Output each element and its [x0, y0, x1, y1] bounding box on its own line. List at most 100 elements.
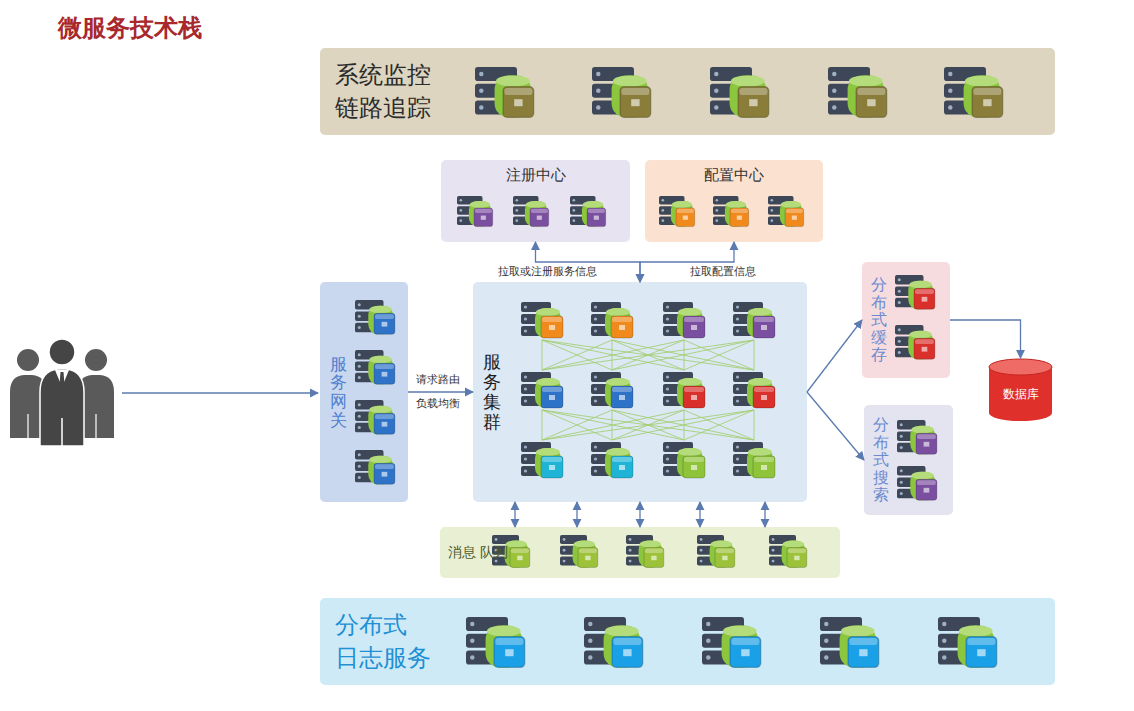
server-led: [594, 305, 597, 308]
service-cube-mark: [922, 297, 928, 302]
leg-gap: [27, 414, 28, 438]
server-icon: [521, 372, 563, 408]
server-icon: [626, 535, 664, 567]
server-led: [629, 538, 632, 541]
person-head: [85, 349, 107, 371]
service-cube-mark: [749, 99, 757, 106]
server-led: [358, 326, 361, 329]
server-led: [948, 89, 952, 93]
server-led: [900, 446, 903, 449]
server-led: [715, 199, 718, 202]
server-icon: [897, 420, 937, 454]
service-cube: [541, 386, 563, 408]
server-led: [700, 549, 703, 552]
server-icon: [733, 442, 775, 478]
storage-disc-top: [536, 378, 560, 386]
node-label: 分布式 日志服务: [335, 609, 445, 674]
server-led: [661, 199, 664, 202]
server-led: [594, 445, 597, 448]
leg-gap: [95, 414, 96, 438]
server-led: [714, 89, 718, 93]
server-led: [706, 622, 710, 626]
server-led: [596, 105, 600, 109]
server-icon: [663, 442, 705, 478]
storage-disc-top: [640, 540, 662, 547]
service-cube: [620, 87, 651, 118]
server-led: [666, 445, 669, 448]
service-cube-shine: [917, 434, 936, 439]
service-cube-mark: [517, 556, 522, 561]
server-led: [358, 365, 361, 368]
cylinder-top: [989, 359, 1052, 375]
server-icon: [897, 466, 937, 500]
server-icon: [733, 372, 775, 408]
server-icon: [702, 617, 761, 667]
server-led: [572, 219, 575, 222]
cylinder-outline: [988, 358, 1053, 422]
storage-disc-top: [965, 75, 999, 86]
server-led: [524, 387, 527, 390]
server-led: [358, 453, 361, 456]
server-led: [900, 435, 903, 438]
service-cube: [510, 548, 530, 568]
server-led: [629, 560, 632, 563]
user-group-icon: [10, 339, 114, 446]
cluster-mesh-line: [542, 340, 754, 370]
server-led: [706, 639, 710, 643]
service-cube: [753, 386, 775, 408]
service-cube-shine: [531, 209, 548, 213]
service-cube-shine: [495, 638, 523, 645]
service-cube-shine: [716, 549, 734, 554]
service-cube-shine: [731, 209, 748, 213]
person-body: [40, 369, 84, 446]
service-cube-shine: [612, 387, 632, 392]
service-cube-mark: [481, 216, 486, 220]
service-cube-shine: [375, 364, 394, 369]
storage-disc-top: [369, 406, 392, 414]
service-cube: [474, 208, 493, 227]
service-cube-shine: [915, 339, 934, 344]
server-led: [898, 328, 901, 331]
edge-label: 请求路由 负载均衡: [416, 368, 467, 416]
storage-disc-top: [678, 378, 702, 386]
server-led: [358, 315, 361, 318]
service-cube: [730, 208, 749, 227]
service-cube: [683, 316, 705, 338]
server-led: [588, 655, 592, 659]
storage-disc-top: [909, 281, 932, 289]
service-cube: [730, 637, 761, 668]
server-led: [898, 278, 901, 281]
server-icon: [521, 302, 563, 338]
storage-disc-top: [678, 448, 702, 456]
node-label: 系统监控 链路追踪: [335, 59, 445, 124]
node-label: 分布式搜索: [873, 416, 889, 504]
storage-disc-top: [841, 625, 875, 636]
server-led: [524, 317, 527, 320]
server-led: [736, 399, 739, 402]
service-cube-shine: [786, 209, 803, 213]
storage-disc-top: [583, 201, 603, 208]
service-cube: [856, 87, 887, 118]
service-cube: [916, 433, 937, 454]
service-cube-mark: [761, 395, 767, 400]
storage-disc-top: [911, 472, 934, 480]
server-led: [515, 199, 518, 202]
service-cube-mark: [651, 556, 656, 561]
server-led: [524, 445, 527, 448]
server-led: [594, 329, 597, 332]
service-cube-mark: [761, 325, 767, 330]
service-cube-shine: [754, 387, 774, 392]
person-head: [17, 349, 39, 371]
node-label: 服务集群: [483, 352, 501, 431]
service-cube-mark: [594, 216, 599, 220]
service-cube: [738, 87, 769, 118]
service-cube-mark: [924, 442, 930, 447]
cluster-mesh-line: [684, 410, 754, 440]
storage-disc-top: [526, 201, 546, 208]
service-cube: [611, 386, 633, 408]
storage-disc-top: [959, 625, 993, 636]
edge-label: 拉取或注册服务信息: [498, 265, 597, 278]
service-cube-shine: [731, 638, 759, 645]
service-cube: [494, 637, 525, 668]
service-cube-shine: [375, 414, 394, 419]
